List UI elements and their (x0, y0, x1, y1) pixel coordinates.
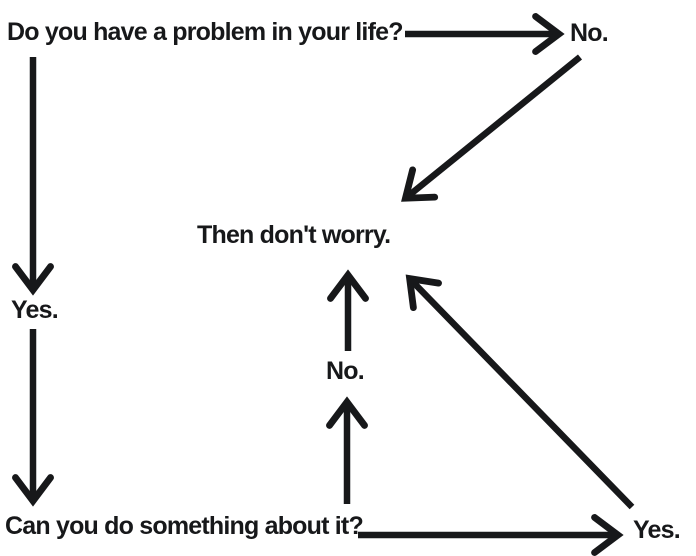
edge-yes-to-dont-worry (405, 274, 635, 510)
question-bottom-label: Can you do something about it? (5, 512, 364, 540)
conclusion-label: Then don't worry. (197, 221, 391, 249)
answer-yes-left-label: Yes. (11, 296, 59, 324)
answer-no-top-label: No. (570, 19, 609, 47)
edge-no-to-dont-worry (401, 54, 583, 202)
question-top-label: Do you have a problem in your life? (7, 18, 403, 46)
answer-yes-right-label: Yes. (633, 516, 681, 544)
answer-no-middle-label: No. (326, 357, 365, 385)
